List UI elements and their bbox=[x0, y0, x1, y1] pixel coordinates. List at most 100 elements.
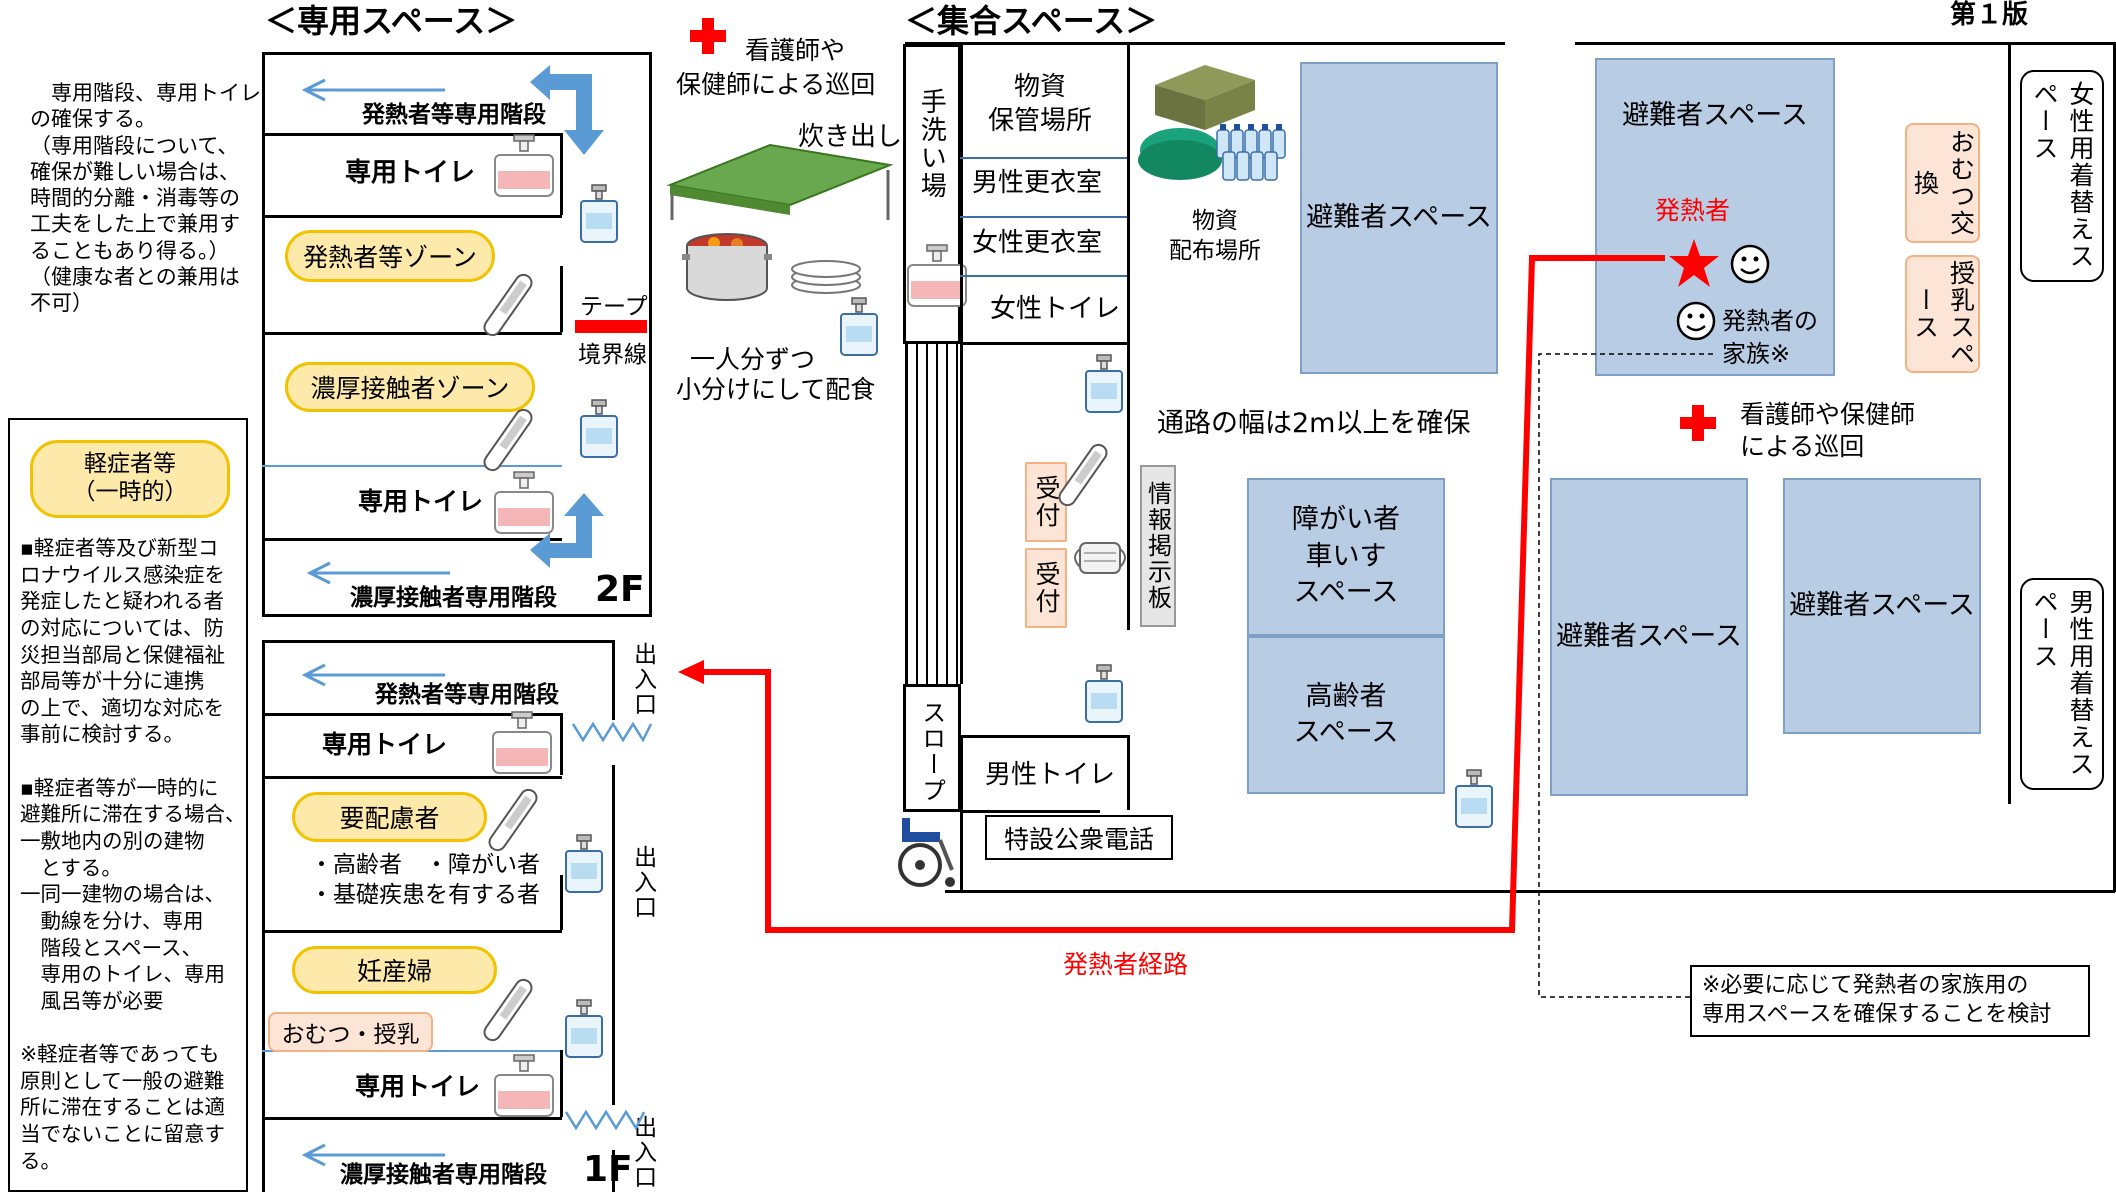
room-wall bbox=[960, 44, 963, 344]
room-divider bbox=[960, 275, 1127, 277]
supply-storage-1: 物資 bbox=[1013, 72, 1066, 102]
evacuee-space-top-label: 避難者スペース bbox=[1622, 100, 1808, 131]
reception-desk: 受付 bbox=[1025, 548, 1067, 628]
fever-route-label: 発熱者経路 bbox=[1063, 950, 1189, 979]
floor2-divider bbox=[560, 133, 563, 215]
floor2-divider bbox=[560, 266, 563, 332]
stairs-arrow-icon bbox=[306, 561, 450, 585]
special-phone: 特設公衆電話 bbox=[985, 815, 1173, 860]
nursing-area: 授乳スペース bbox=[1905, 255, 1980, 373]
room-wall bbox=[1127, 44, 1130, 629]
floor1-divider bbox=[262, 1117, 562, 1120]
building-wall bbox=[945, 890, 2115, 893]
pot-icon bbox=[682, 233, 772, 301]
wheelchair-icon bbox=[898, 818, 955, 887]
disabled-label-1: 障がい者 bbox=[1292, 504, 1400, 536]
care-items-2: ・基礎疾患を有する者 bbox=[310, 882, 540, 908]
family-note-box: ※必要に応じて発熱者の家族用の 専用スペースを確保することを検討 bbox=[1690, 965, 2090, 1037]
evacuee-space-left: 避難者スペース bbox=[1550, 478, 1748, 796]
disabled-label-2: 車いす bbox=[1305, 540, 1387, 572]
entrance-label: 出入口 bbox=[629, 845, 656, 920]
women-changing-label: 女性用着替えスペース bbox=[2030, 81, 2095, 270]
disabled-label-3: スペース bbox=[1293, 577, 1399, 609]
nurse-patrol-2: 保健師による巡回 bbox=[676, 70, 876, 99]
stairs-arrow-icon bbox=[301, 1143, 445, 1167]
room-divider bbox=[960, 735, 1127, 738]
building-wall bbox=[1575, 42, 2115, 45]
plates-icon bbox=[791, 260, 861, 294]
nursing-label: 授乳スペース bbox=[1910, 260, 1976, 368]
nurse-patrol-1: 看護師や bbox=[745, 36, 846, 65]
entrance-label: 出入口 bbox=[629, 642, 656, 717]
reception-label: 受付 bbox=[1032, 561, 1061, 615]
mild-case-panel bbox=[8, 418, 248, 1192]
building-wall bbox=[2113, 42, 2116, 892]
men-toilet: 男性トイレ bbox=[985, 760, 1116, 790]
men-changing-label: 男性用着替えスペース bbox=[2030, 589, 2095, 778]
building-wall bbox=[2008, 42, 2011, 804]
fever-zone-badge: 発熱者等ゾーン bbox=[285, 230, 495, 282]
supply-dist-2: 配布場所 bbox=[1169, 238, 1261, 264]
star-icon bbox=[1669, 239, 1719, 287]
entrance-zigzag bbox=[564, 1109, 646, 1131]
women-changing-room: 女性更衣室 bbox=[972, 228, 1103, 258]
reception-label: 受付 bbox=[1032, 475, 1061, 529]
floor1-contact-stairs: 濃厚接触者専用階段 bbox=[340, 1162, 547, 1188]
diaper-change-area: おむつ交換 bbox=[1905, 123, 1980, 243]
floor1-toilet1: 専用トイレ bbox=[322, 730, 448, 759]
family-label-1: 発熱者の bbox=[1722, 307, 1818, 335]
slope-label: スロープ bbox=[917, 700, 946, 804]
stairs bbox=[905, 344, 963, 684]
mild-title-1: 軽症者等 bbox=[84, 451, 176, 478]
floor1-label: 1F bbox=[583, 1149, 633, 1190]
elderly-label-2: スペース bbox=[1293, 717, 1399, 748]
floor1-wall bbox=[612, 1150, 615, 1192]
men-changing-room: 男性更衣室 bbox=[972, 168, 1103, 198]
women-toilet: 女性トイレ bbox=[990, 294, 1121, 324]
room-wall bbox=[1127, 735, 1130, 810]
handwash-label: 手洗い場 bbox=[916, 88, 947, 200]
slope-area bbox=[903, 684, 961, 812]
tape-label: テープ bbox=[580, 294, 648, 320]
supplies-icon bbox=[1138, 65, 1255, 180]
floor2-toilet1: 専用トイレ bbox=[345, 158, 476, 188]
room-divider bbox=[960, 810, 1100, 813]
diaper-nursing-badge: おむつ・授乳 bbox=[268, 1012, 433, 1052]
stairs-route-arrow-icon bbox=[530, 493, 604, 568]
floor1-divider bbox=[262, 776, 562, 779]
care-needed-badge: 要配慮者 bbox=[292, 792, 487, 842]
meal-label-2: 小分けにして配食 bbox=[676, 375, 876, 404]
men-changing-area: 男性用着替えスペース bbox=[2020, 578, 2104, 790]
nurse-right-1: 看護師や保健師 bbox=[1740, 400, 1916, 429]
supply-dist-1: 物資 bbox=[1192, 208, 1238, 234]
floor2-divider bbox=[262, 332, 562, 335]
meal-label-1: 一人分ずつ bbox=[690, 345, 816, 374]
room-divider bbox=[960, 216, 1127, 218]
women-changing-area: 女性用着替えスペース bbox=[2020, 70, 2104, 282]
mild-case-body: ▪軽症者等及び新型コ ロナウイルス感染症を 発症したと疑われる者 の対応について… bbox=[20, 536, 246, 1173]
shared-space-title: ＜集合スペース＞ bbox=[905, 2, 1158, 40]
floor1-toilet2: 専用トイレ bbox=[355, 1072, 481, 1101]
info-board: 情報掲示板 bbox=[1140, 465, 1176, 627]
floor2-divider bbox=[262, 538, 562, 541]
info-board-label: 情報掲示板 bbox=[1143, 481, 1172, 611]
edition-label: 第１版 bbox=[1950, 0, 2029, 30]
elderly-label-1: 高齢者 bbox=[1305, 680, 1387, 712]
floor1-divider bbox=[262, 930, 562, 933]
floor1-outline bbox=[262, 640, 612, 1192]
private-space-note: 専用階段、専用トイレ の確保する。 （専用階段について、 確保が難しい場合は、 … bbox=[30, 81, 261, 315]
floor2-label: 2F bbox=[595, 569, 645, 610]
entrance-label: 出入口 bbox=[629, 1115, 656, 1190]
family-note-2: 専用スペースを確保することを検討 bbox=[1702, 1001, 2052, 1027]
evacuee-space-right: 避難者スペース bbox=[1783, 478, 1981, 734]
entrance-zigzag bbox=[571, 721, 653, 743]
family-note-1: ※必要に応じて発熱者の家族用の bbox=[1702, 973, 2029, 998]
floor1-divider bbox=[560, 1050, 563, 1117]
nurse-right-2: による巡回 bbox=[1740, 432, 1865, 461]
mask-icon bbox=[1074, 542, 1126, 574]
building-wall bbox=[905, 42, 1505, 45]
evacuee-space: 避難者スペース bbox=[1300, 62, 1498, 374]
floor1-divider bbox=[262, 713, 562, 716]
stairs-arrow-icon bbox=[301, 78, 445, 102]
